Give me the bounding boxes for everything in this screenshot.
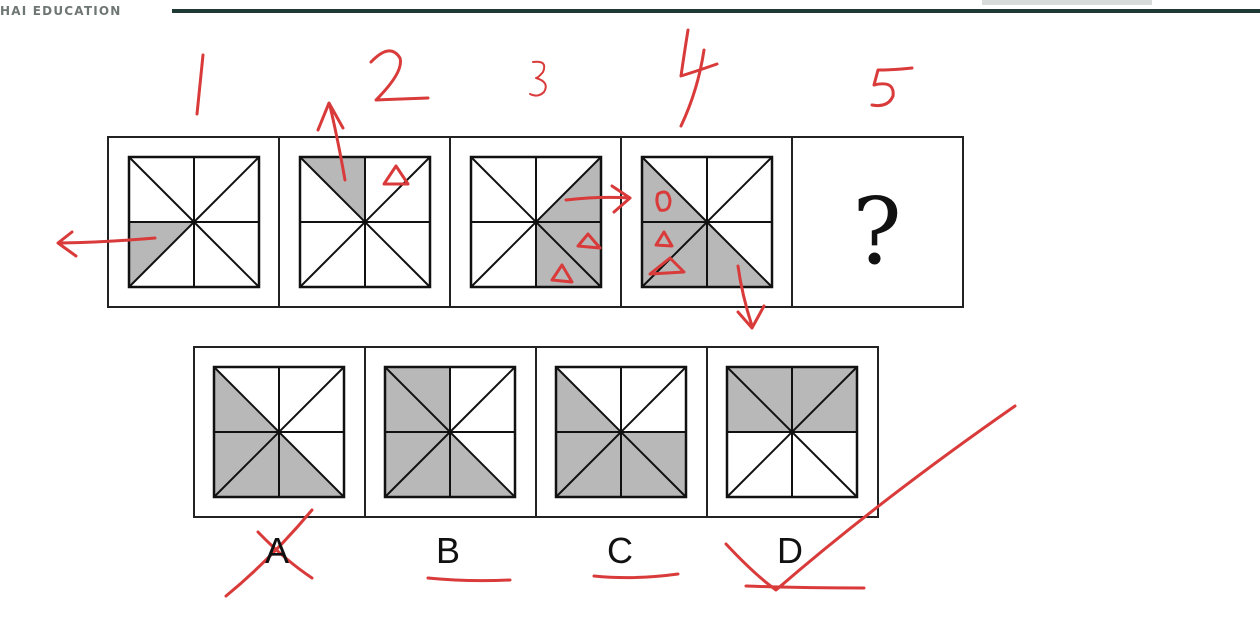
sequence-figure-3 [469, 155, 603, 289]
figure-border [640, 155, 774, 289]
option-figure-a [212, 365, 346, 499]
figure-border [383, 365, 517, 499]
arrow-down [736, 264, 766, 330]
figure-border [469, 155, 603, 289]
mark-triangle [648, 256, 686, 276]
arrow-left [56, 230, 157, 258]
underline-option-b [426, 576, 512, 583]
mark-triangle [576, 232, 602, 250]
sequence-figure-1 [127, 155, 261, 289]
header-rule [172, 9, 1260, 13]
question-mark: ? [852, 178, 901, 285]
mark-triangle [654, 230, 674, 248]
figures-layer [127, 155, 859, 499]
sequence-row [107, 136, 964, 308]
handwritten-number-1 [195, 53, 205, 116]
cross-mark-option-a [224, 508, 314, 598]
brand-logo-text: HAI EDUCATION [0, 4, 122, 18]
option-box-d [706, 346, 879, 518]
figure-border [298, 155, 432, 289]
sequence-figure-4 [640, 155, 774, 289]
option-label-a: A [265, 530, 290, 571]
figure-border [127, 155, 261, 289]
option-label-c: C [607, 530, 633, 571]
header-faint-bar [982, 0, 1152, 5]
option-label-b: B [436, 530, 461, 571]
handwritten-number-5 [870, 66, 914, 108]
underline-option-d [744, 584, 866, 590]
figure-border [725, 365, 859, 499]
options-row [193, 346, 879, 518]
mark-circle [655, 190, 672, 212]
handwritten-number-4 [679, 28, 719, 128]
option-figure-d [725, 365, 859, 499]
mark-triangle [550, 263, 574, 284]
handwritten-number-2 [369, 49, 430, 102]
option-figure-b [383, 365, 517, 499]
handwritten-number-3 [529, 60, 547, 97]
figure-border [212, 365, 346, 499]
red-annotations [56, 28, 1017, 598]
arrow-right [564, 184, 632, 214]
option-figure-c [554, 365, 688, 499]
underline-option-c [592, 572, 680, 580]
figure-border [554, 365, 688, 499]
arrow-up [316, 101, 347, 182]
sequence-box-5 [791, 136, 964, 308]
mark-triangle [382, 164, 410, 186]
sequence-figure-2 [298, 155, 432, 289]
option-label-d: D [777, 530, 803, 571]
check-mark-option-d [724, 404, 1017, 592]
